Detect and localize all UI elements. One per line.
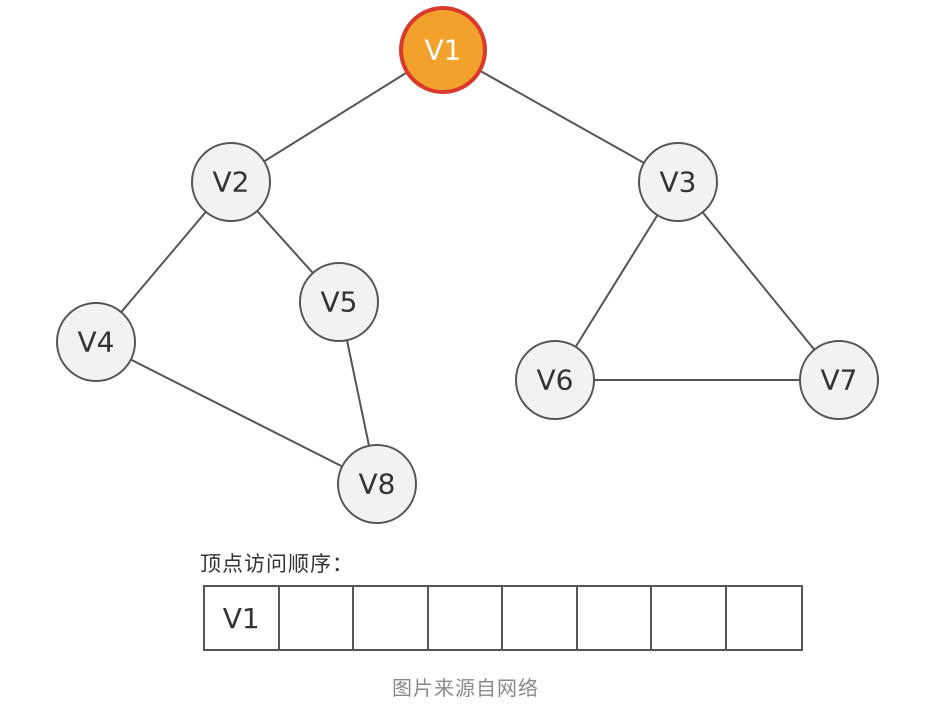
visit-order-cell — [354, 587, 429, 649]
node-label: V7 — [821, 364, 858, 397]
node-circle — [299, 262, 379, 342]
visit-order-cell — [280, 587, 354, 649]
node-circle — [399, 6, 487, 94]
node-circle — [191, 142, 271, 222]
node-v2: V2 — [191, 142, 271, 222]
node-v4: V4 — [56, 302, 136, 382]
node-label: V8 — [359, 468, 396, 501]
visit-order-cell — [429, 587, 503, 649]
node-label: V1 — [425, 34, 462, 67]
visit-order-cell — [503, 587, 578, 649]
node-v8: V8 — [337, 444, 417, 524]
visit-order-cell: V1 — [205, 587, 280, 649]
node-circle — [799, 340, 879, 420]
node-circle — [56, 302, 136, 382]
edge-v3-v7 — [677, 181, 840, 381]
image-source-caption: 图片来源自网络 — [392, 676, 539, 700]
edge-v1-v3 — [442, 49, 679, 183]
visit-order-label: 顶点访问顺序： — [200, 552, 354, 576]
visit-order-cell — [652, 587, 727, 649]
visit-order-cell — [578, 587, 652, 649]
node-v6: V6 — [515, 340, 595, 420]
node-v5: V5 — [299, 262, 379, 342]
edge-v4-v8 — [95, 341, 378, 485]
edges-layer — [95, 49, 840, 485]
node-label: V5 — [321, 286, 358, 319]
node-label: V2 — [213, 166, 250, 199]
node-circle — [515, 340, 595, 420]
node-label: V4 — [78, 326, 115, 359]
visit-order-table: V1 — [203, 585, 803, 651]
node-label: V3 — [660, 166, 697, 199]
node-v1: V1 — [399, 6, 487, 94]
node-v7: V7 — [799, 340, 879, 420]
node-circle — [638, 142, 718, 222]
visit-order-cell — [727, 587, 802, 649]
node-label: V6 — [537, 364, 574, 397]
node-v3: V3 — [638, 142, 718, 222]
node-circle — [337, 444, 417, 524]
